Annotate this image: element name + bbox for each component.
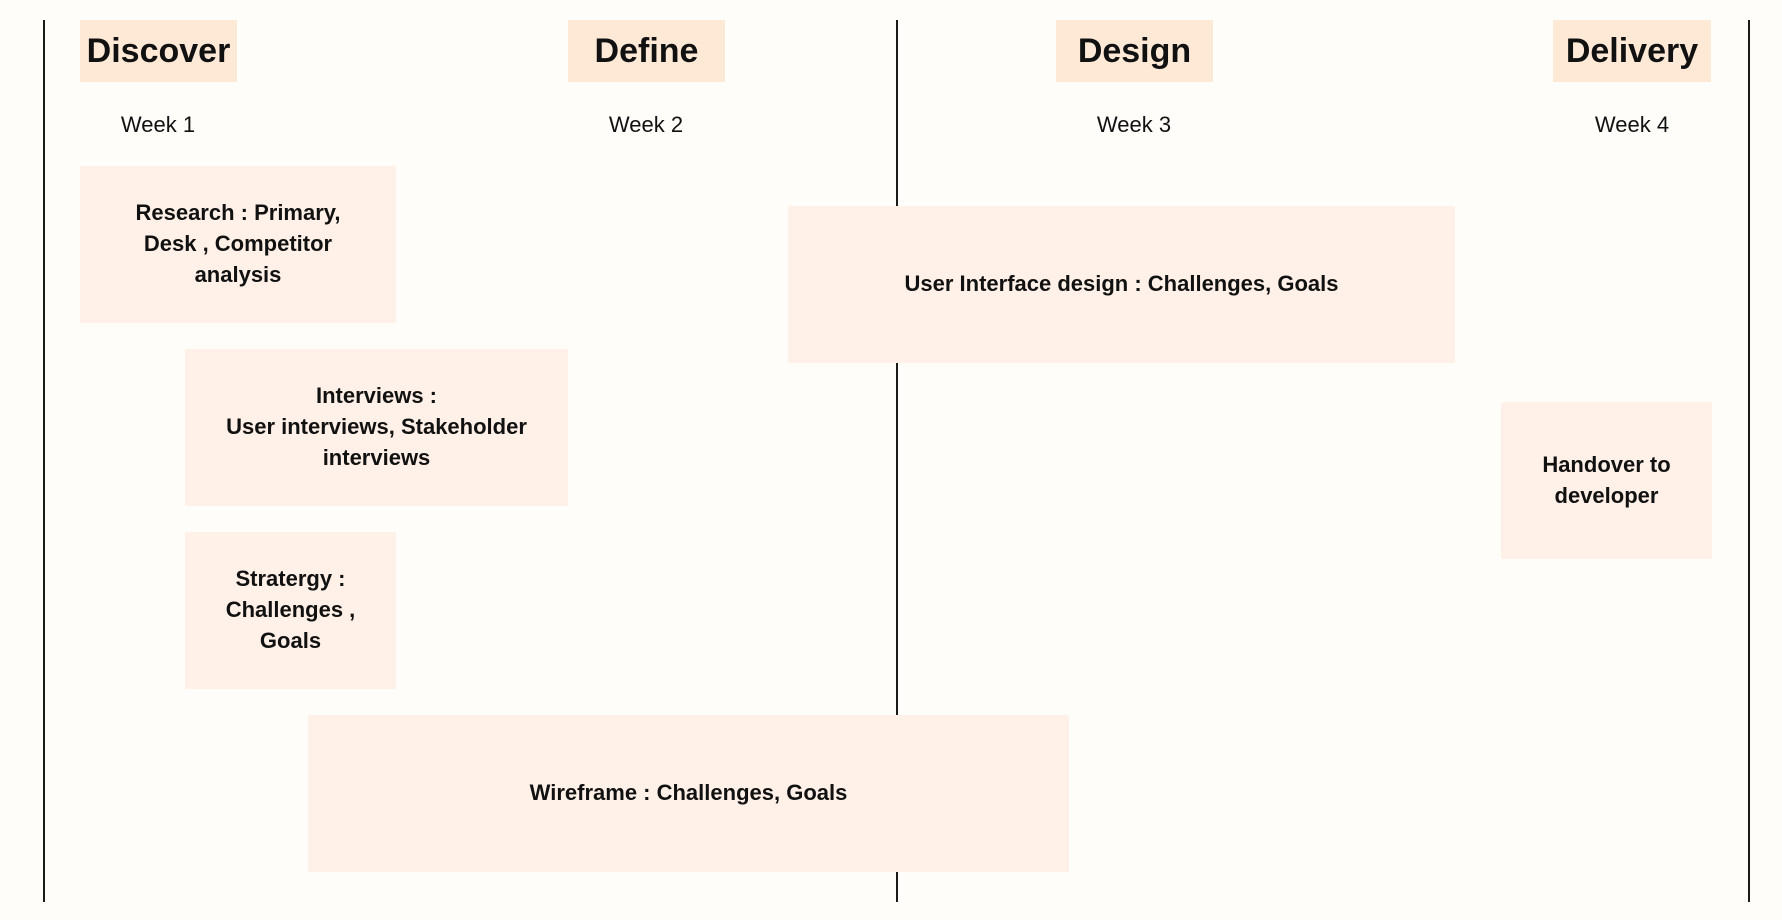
divider-line-right [1748, 20, 1750, 902]
divider-line-left [43, 20, 45, 902]
week-3-label: Week 3 [1096, 112, 1172, 137]
week-2-label: Week 2 [608, 112, 684, 137]
card-research: Research : Primary, Desk , Competitor an… [80, 166, 396, 323]
card-interviews: Interviews : User interviews, Stakeholde… [185, 349, 568, 506]
card-interviews-text: Interviews : User interviews, Stakeholde… [226, 383, 527, 470]
card-wireframe: Wireframe : Challenges, Goals [308, 715, 1069, 872]
phase-define: Define [568, 20, 725, 82]
phase-discover: Discover [80, 20, 237, 82]
phase-design: Design [1056, 20, 1213, 82]
card-handover: Handover to developer [1501, 402, 1712, 559]
divider-line-middle [896, 20, 898, 902]
card-handover-text: Handover to developer [1542, 451, 1671, 508]
phase-delivery: Delivery [1553, 20, 1711, 82]
card-strategy: Stratergy : Challenges , Goals [185, 532, 396, 689]
card-ui-design: User Interface design : Challenges, Goal… [788, 206, 1455, 363]
week-4-label: Week 4 [1594, 112, 1670, 137]
card-research-text: Research : Primary, Desk , Competitor an… [135, 200, 341, 287]
card-wireframe-text: Wireframe : Challenges, Goals [529, 780, 848, 806]
card-strategy-text: Stratergy : Challenges , Goals [225, 566, 356, 653]
week-1-label: Week 1 [120, 112, 196, 137]
card-ui-design-text: User Interface design : Challenges, Goal… [904, 271, 1339, 297]
